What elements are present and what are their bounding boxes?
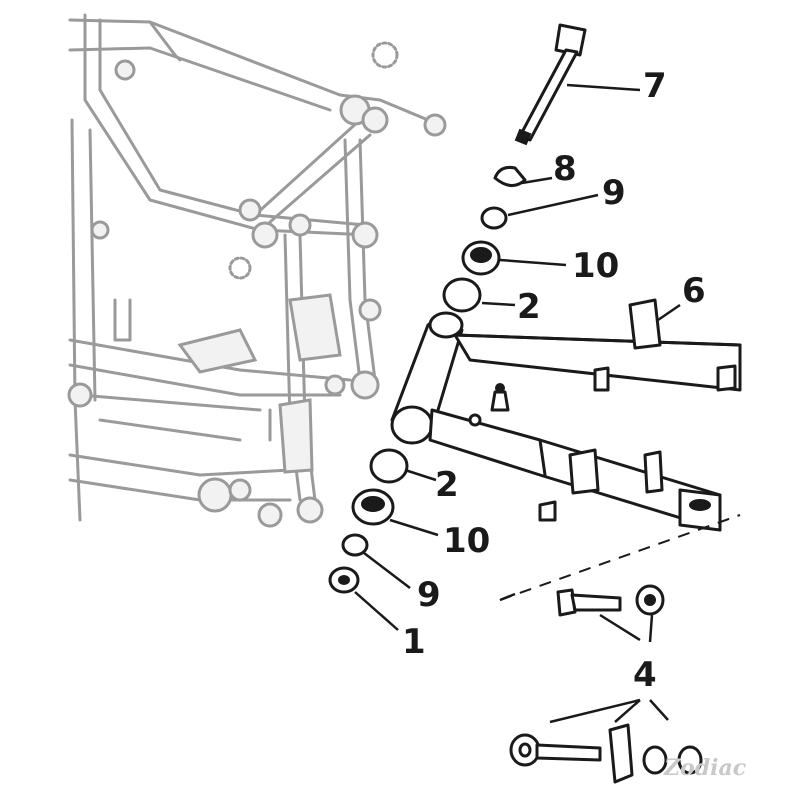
callout-10-upper: 10 [572, 246, 619, 286]
washer-9-upper [480, 206, 508, 230]
callout-9-lower: 9 [417, 575, 441, 615]
callout-2-lower: 2 [435, 465, 459, 505]
callout-10-lower: 10 [443, 521, 490, 561]
eye-bolt-assembly-4 [509, 723, 703, 784]
seal-10-upper-bore [470, 247, 492, 263]
callout-2-upper: 2 [517, 287, 541, 327]
bushing-2-lower [369, 448, 409, 484]
callout-9-upper: 9 [602, 173, 626, 213]
callout-6: 6 [682, 271, 706, 311]
swingarm [390, 298, 742, 532]
seal-10-lower-bore [361, 496, 385, 512]
zodiac-watermark: Zodiac [663, 755, 747, 781]
pivot-shaft-bolt [514, 23, 587, 146]
grease-fitting [490, 383, 510, 412]
callout-7: 7 [643, 66, 667, 106]
motorcycle-frame-ghost [67, 13, 447, 528]
bushing-2-upper [442, 277, 482, 313]
bolt-and-nut-4 [499, 514, 741, 617]
callout-1: 1 [402, 622, 426, 662]
leader-lines [354, 83, 681, 724]
cone-cap-8 [493, 166, 527, 187]
callout-8: 8 [553, 149, 577, 189]
nut-1-bore [338, 575, 350, 585]
callout-4: 4 [633, 655, 657, 695]
washer-9-lower [341, 533, 369, 557]
